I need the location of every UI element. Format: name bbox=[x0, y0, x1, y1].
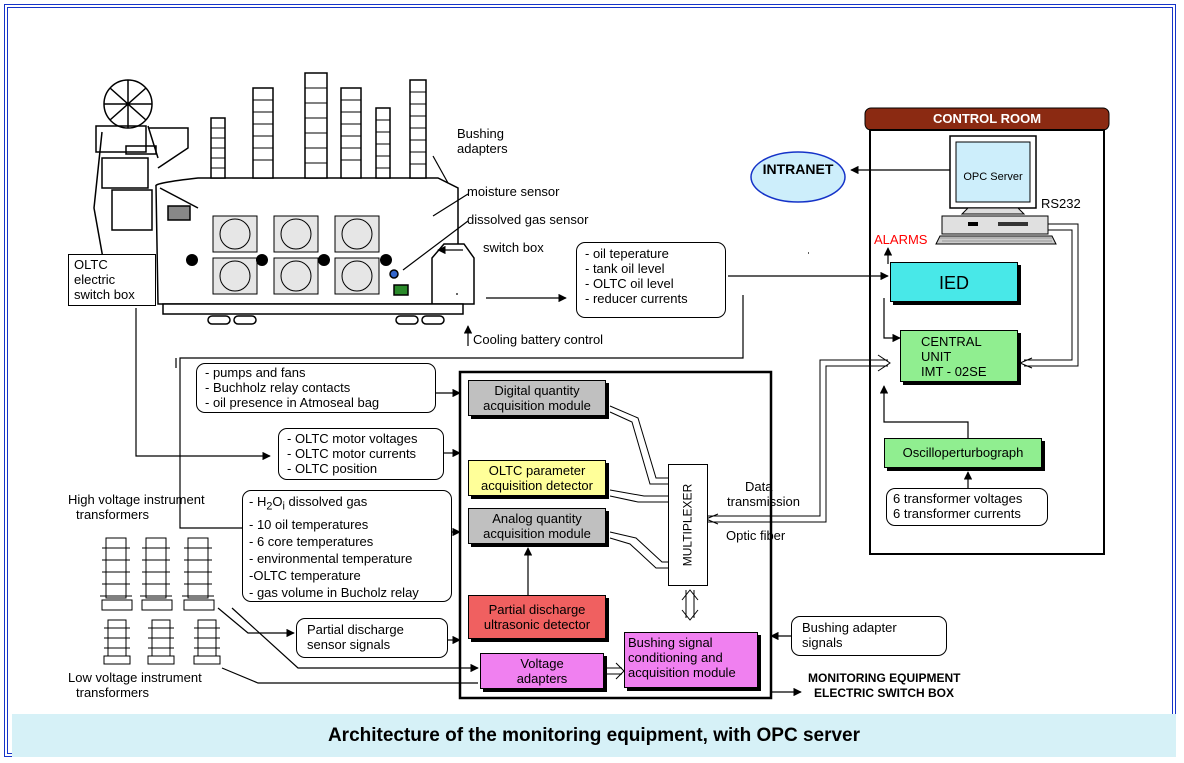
intranet-label: INTRANET bbox=[762, 161, 834, 177]
hv-instrument-transformers-drawing bbox=[100, 537, 215, 611]
multiplexer-box: MULTIPLEXER bbox=[668, 464, 708, 586]
dissolved-gas-sensor-label: dissolved gas sensor bbox=[467, 212, 589, 227]
control-room-title: CONTROL ROOM bbox=[932, 111, 1042, 126]
power-transformer-drawing bbox=[93, 72, 475, 325]
temperature-signals-box: - H2Oi dissolved gas - 10 oil temperatur… bbox=[242, 490, 452, 602]
oltc-motor-signals-box: - OLTC motor voltages- OLTC motor curren… bbox=[278, 428, 444, 480]
moisture-sensor-label: moisture sensor bbox=[467, 184, 560, 199]
cooling-battery-control-label: Cooling battery control bbox=[473, 332, 604, 347]
ied-box: IED bbox=[890, 262, 1018, 302]
optic-fiber-label: Optic fiber bbox=[726, 528, 786, 543]
oscilloperturbograph-box: Oscilloperturbograph bbox=[884, 438, 1042, 468]
multiplexer-label: MULTIPLEXER bbox=[680, 483, 695, 567]
opc-server-label: OPC Server bbox=[963, 171, 1023, 183]
switch-box-label: switch box bbox=[483, 240, 544, 255]
oil-signals-box: - oil teperature- tank oil level- OLTC o… bbox=[576, 242, 726, 318]
pumps-signals-box: - pumps and fans- Buchholz relay contact… bbox=[196, 363, 436, 413]
lv-instrument-transformers-drawing bbox=[103, 619, 221, 665]
figure-caption: Architecture of the monitoring equipment… bbox=[12, 714, 1176, 757]
rs232-label: RS232 bbox=[1041, 196, 1081, 211]
alarms-label: ALARMS bbox=[874, 232, 928, 247]
